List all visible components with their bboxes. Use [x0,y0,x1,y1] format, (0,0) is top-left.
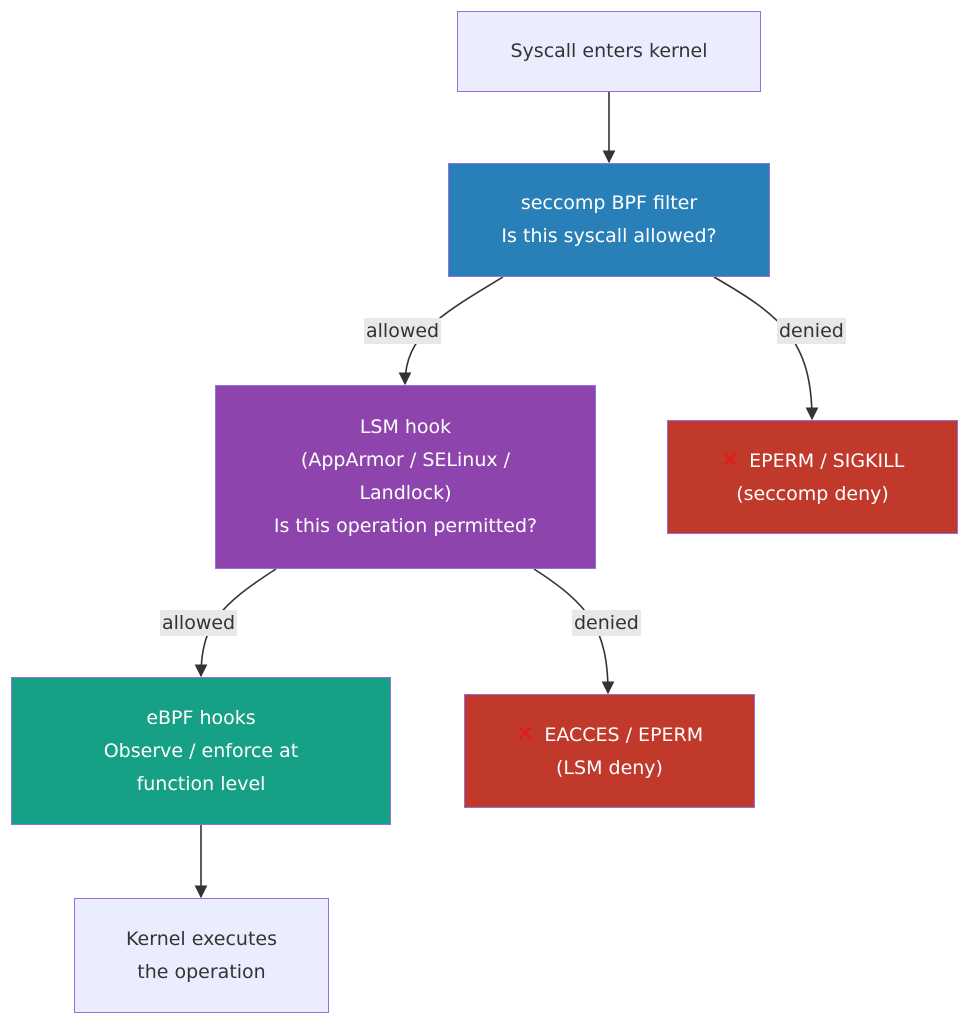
node-question: Is this syscall allowed? [501,225,717,247]
node-title: eBPF hooks [146,706,256,729]
node-text: Syscall enters kernel [510,40,708,62]
cross-icon: ✕ [515,721,535,747]
edge-seccomp-to-seccomp-deny [713,276,819,421]
node-text-cont: the operation [137,960,266,983]
edge-label-lsm-denied: denied [572,610,641,636]
node-heading: ✕ EACCES / EPERM [516,718,703,752]
node-title: EACCES / EPERM [544,723,704,746]
edge-label-seccomp-denied: denied [777,318,846,344]
node-kernel-executes: Kernel executes the operation [74,898,329,1013]
node-seccomp-deny: ✕ EPERM / SIGKILL (seccomp deny) [667,420,958,534]
node-subtitle-cont: Landlock) [359,482,452,504]
node-syscall-enters-kernel: Syscall enters kernel [457,11,761,92]
node-title: LSM hook [359,416,452,438]
cross-icon: ✕ [720,447,740,473]
node-lsm-hook: LSM hook (AppArmor / SELinux / Landlock)… [215,385,596,569]
node-subtitle: (AppArmor / SELinux / [300,449,511,471]
node-question: Is this operation permitted? [273,515,538,537]
node-ebpf-hooks: eBPF hooks Observe / enforce at function… [11,677,391,825]
node-subtitle: (seccomp deny) [736,482,889,505]
node-title: EPERM / SIGKILL [749,449,905,472]
node-title: seccomp BPF filter [520,192,698,214]
edge-label-seccomp-allowed: allowed [364,318,442,344]
edge-label-lsm-allowed: allowed [160,610,238,636]
node-text: Kernel executes [126,927,277,950]
node-heading: ✕ EPERM / SIGKILL [721,444,905,478]
node-subtitle: (LSM deny) [556,756,663,779]
node-desc-cont: function level [136,772,266,795]
node-lsm-deny: ✕ EACCES / EPERM (LSM deny) [464,694,755,808]
node-desc: Observe / enforce at [103,739,299,762]
node-seccomp-filter: seccomp BPF filter Is this syscall allow… [448,163,770,277]
